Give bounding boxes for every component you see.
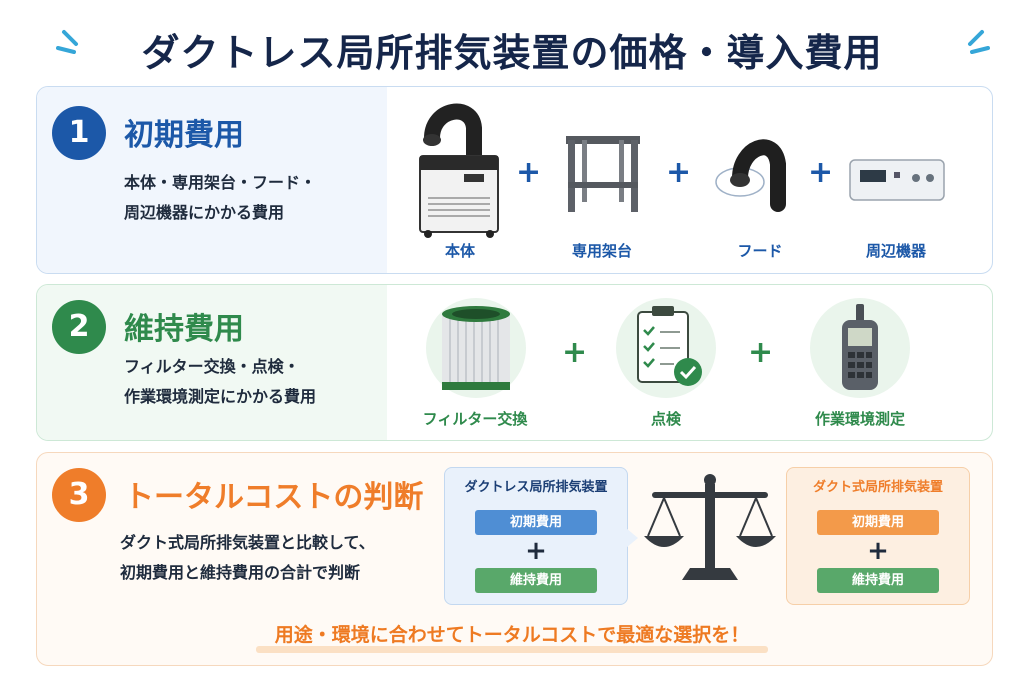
plus-icon: + [867, 536, 889, 566]
section-title-initial: 初期費用 [124, 118, 244, 153]
section-title-total: トータルコストの判断 [124, 480, 424, 515]
pointer-icon [626, 528, 638, 548]
plus-icon: + [808, 155, 834, 190]
compare-ducted: ダクト式局所排気装置 初期費用 + 維持費用 [786, 467, 970, 605]
checklist-icon [616, 298, 716, 398]
maintenance-cost-pill: 維持費用 [475, 568, 597, 593]
plus-icon: + [516, 155, 542, 190]
plus-icon: + [525, 536, 547, 566]
sparkle-right-icon [968, 30, 990, 54]
filter-icon [426, 298, 526, 398]
item-label-hood: フード [737, 242, 783, 260]
footer-underline [256, 646, 768, 653]
plus-icon: + [562, 335, 588, 370]
section-number-3: 3 [52, 468, 106, 522]
hood-icon [715, 139, 786, 212]
sparkle-left-icon [56, 30, 78, 54]
section-number-1: 1 [52, 106, 106, 160]
footer-message: 用途・環境に合わせてトータルコストで最適な選択を！ [274, 624, 750, 646]
measurement-device-icon [810, 298, 910, 398]
plus-icon: + [748, 335, 774, 370]
page-title: ダクトレス局所排気装置の価格・導入費用 [141, 31, 883, 75]
header: ダクトレス局所排気装置の価格・導入費用 [0, 14, 1024, 78]
compare-heading: ダクト式局所排気装置 [812, 480, 943, 495]
item-label-inspection: 点検 [650, 410, 681, 428]
section-desc-maintenance-2: 作業環境測定にかかる費用 [124, 387, 317, 406]
item-label-measurement: 作業環境測定 [814, 410, 905, 428]
item-label-main-unit: 本体 [444, 242, 475, 260]
section-desc-total-2: 初期費用と維持費用の合計で判断 [120, 563, 361, 582]
section-title-maintenance: 維持費用 [124, 312, 244, 347]
section-initial-cost [36, 86, 993, 274]
item-label-filter: フィルター交換 [422, 410, 528, 428]
maintenance-cost-pill: 維持費用 [817, 568, 939, 593]
balance-scale-icon [644, 474, 776, 580]
plus-icon: + [666, 155, 692, 190]
peripheral-device-icon [849, 159, 945, 201]
item-label-stand: 専用架台 [571, 242, 632, 260]
section-desc-total-1: ダクト式局所排気装置と比較して、 [120, 533, 375, 552]
section-number-2: 2 [52, 300, 106, 354]
initial-cost-pill: 初期費用 [475, 510, 597, 535]
section-desc-initial-1: 本体・専用架台・フード・ [124, 173, 317, 192]
compare-heading: ダクトレス局所排気装置 [464, 480, 608, 495]
section-desc-maintenance-1: フィルター交換・点検・ [124, 357, 300, 376]
initial-cost-pill: 初期費用 [817, 510, 939, 535]
item-label-peripheral: 周辺機器 [865, 242, 926, 260]
section-desc-initial-2: 周辺機器にかかる費用 [124, 203, 285, 222]
compare-ductless: ダクトレス局所排気装置 初期費用 + 維持費用 [444, 467, 628, 605]
stand-icon [566, 136, 640, 212]
exhaust-unit-icon [419, 103, 499, 238]
